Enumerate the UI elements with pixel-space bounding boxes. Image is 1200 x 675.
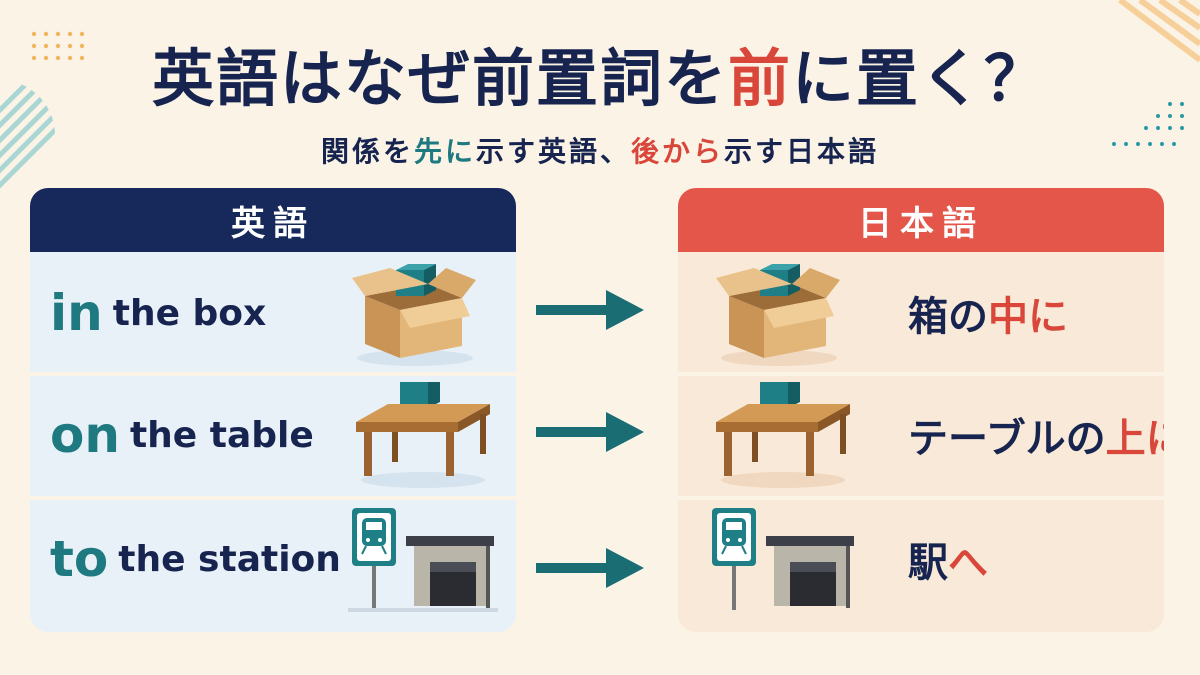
jp-noun: テーブルの bbox=[908, 416, 1106, 462]
title-accent: 前 bbox=[727, 42, 792, 115]
jp-particle: へ bbox=[948, 540, 988, 586]
title-part1: 英語はなぜ前置詞を bbox=[151, 42, 728, 115]
noun-phrase: the box bbox=[112, 292, 267, 334]
box-icon bbox=[716, 264, 840, 366]
subtitle-p3: 示す日本語 bbox=[724, 135, 880, 168]
japanese-row-box: 箱の中に bbox=[678, 254, 1164, 372]
row-divider bbox=[30, 496, 516, 500]
table-icon bbox=[716, 382, 850, 488]
subtitle-p1: 関係を bbox=[320, 135, 414, 168]
preposition: on bbox=[50, 406, 120, 464]
subtitle-p2: 示す英語、 bbox=[475, 135, 631, 168]
station-icon bbox=[712, 508, 854, 610]
row-divider bbox=[678, 372, 1164, 376]
page-title: 英語はなぜ前置詞を前に置く？ bbox=[0, 28, 1200, 118]
arrow-right-icon bbox=[536, 290, 644, 330]
jp-noun: 箱の bbox=[908, 294, 988, 340]
arrow-right-icon bbox=[536, 412, 644, 452]
jp-noun: 駅 bbox=[908, 540, 948, 586]
japanese-panel: 日本語 箱の中に bbox=[678, 188, 1164, 632]
english-panel-header: 英語 bbox=[30, 188, 516, 252]
page-subtitle: 関係を先に示す英語、後から示す日本語 bbox=[0, 130, 1200, 170]
subtitle-teal: 先に bbox=[413, 135, 476, 168]
japanese-row-station: 駅へ bbox=[678, 500, 1164, 618]
decorative-dots-top-left bbox=[31, 31, 85, 61]
japanese-row-table: テーブルの上に bbox=[678, 376, 1164, 494]
row-divider bbox=[678, 496, 1164, 500]
noun-phrase: the station bbox=[118, 538, 341, 580]
japanese-phrase: 箱の中に bbox=[908, 254, 1068, 372]
title-part2: に置く？ bbox=[792, 42, 1049, 115]
decorative-dots-right bbox=[1112, 102, 1184, 146]
japanese-phrase: テーブルの上に bbox=[908, 376, 1164, 494]
station-icon bbox=[348, 508, 498, 612]
preposition: in bbox=[50, 284, 103, 342]
decorative-stripes-left bbox=[0, 80, 55, 190]
japanese-panel-header: 日本語 bbox=[678, 188, 1164, 252]
box-icon bbox=[352, 264, 476, 366]
table-icon bbox=[356, 382, 490, 488]
japanese-phrase: 駅へ bbox=[908, 500, 988, 618]
preposition: to bbox=[50, 530, 109, 588]
decorative-stripes-top-right bbox=[1118, 0, 1200, 63]
jp-particle: 上に bbox=[1105, 416, 1164, 462]
subtitle-red: 後から bbox=[631, 135, 725, 168]
jp-particle: 中に bbox=[988, 294, 1068, 340]
arrow-right-icon bbox=[536, 548, 644, 588]
row-divider bbox=[30, 372, 516, 376]
noun-phrase: the table bbox=[129, 414, 314, 456]
